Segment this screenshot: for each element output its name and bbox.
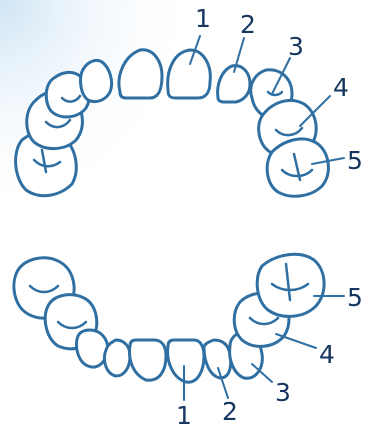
upper-label-3: 3 — [288, 32, 304, 61]
upper-label-2: 2 — [240, 10, 256, 39]
lower-label-1: 1 — [176, 401, 192, 430]
lower-molar — [257, 254, 324, 316]
lower-left-premolar-1 — [104, 340, 130, 376]
lower-label-2: 2 — [222, 397, 238, 426]
lower-label-4: 4 — [319, 340, 335, 369]
upper-label-4: 4 — [333, 73, 349, 102]
lower-label-5: 5 — [347, 283, 363, 312]
lower-label-3: 3 — [275, 378, 291, 407]
upper-label-5: 5 — [347, 146, 363, 175]
upper-label-1: 1 — [195, 4, 211, 33]
upper-left-premolar-1 — [81, 60, 112, 101]
